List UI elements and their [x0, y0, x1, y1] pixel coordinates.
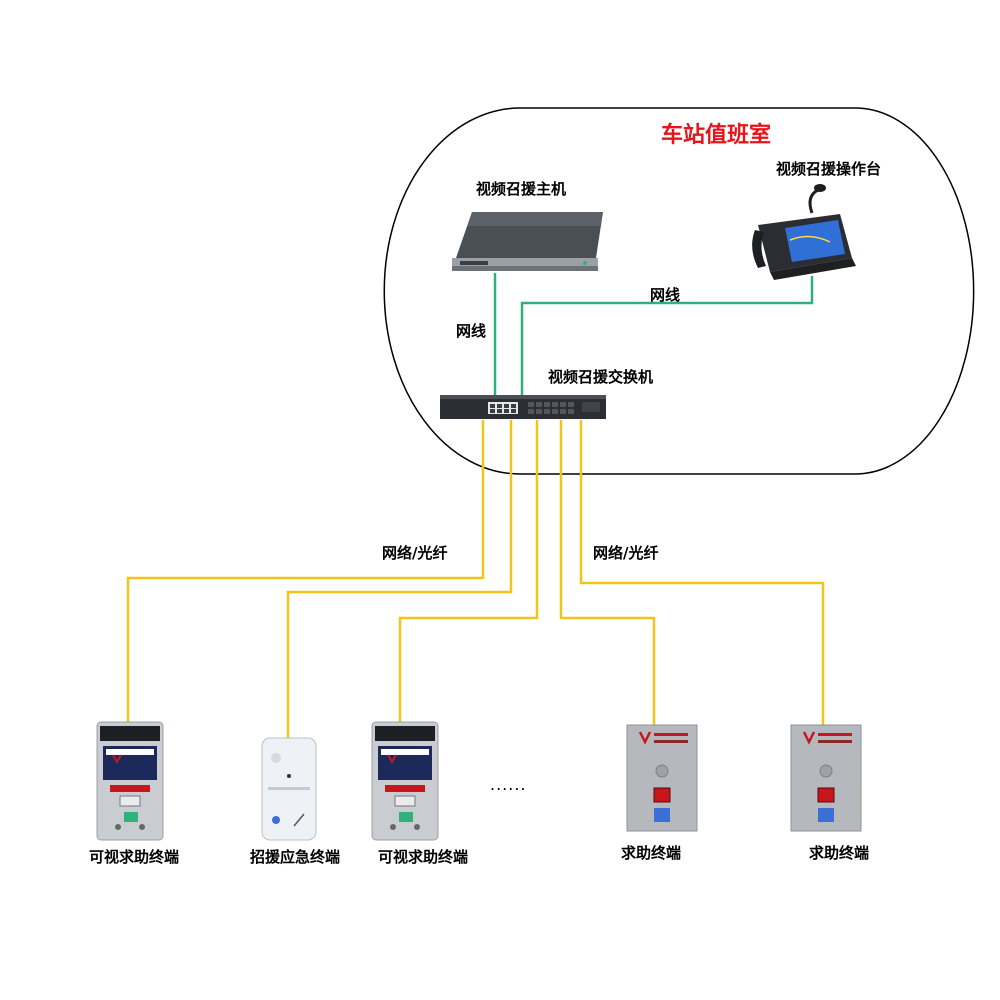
video-help-host-icon: [452, 212, 603, 271]
console-label: 视频召援操作台: [776, 160, 882, 178]
cable-terminal-1: [126, 420, 485, 722]
lan-cables: [493, 273, 814, 398]
left-trunk-label: 网络/光纤: [382, 544, 448, 562]
duty-room-boundary: [383, 107, 975, 475]
cable-terminal-3: [398, 420, 539, 722]
cable-terminal-5: [579, 420, 825, 725]
terminal-1-label: 可视求助终端: [88, 848, 180, 866]
room-title: 车站值班室: [661, 122, 772, 148]
help-terminal-2-icon: [790, 724, 862, 832]
terminal-2-label: 招援应急终端: [249, 848, 341, 866]
video-help-switch-icon: [440, 395, 606, 419]
right-trunk-label: 网络/光纤: [593, 544, 659, 562]
help-terminal-1-icon: [626, 724, 698, 832]
console-cable-label: 网线: [650, 286, 681, 304]
host-label: 视频召援主机: [476, 180, 567, 198]
more-terminals-ellipsis: ......: [490, 775, 527, 794]
video-help-console-icon: [752, 184, 856, 280]
cable-terminal-2: [286, 420, 513, 738]
switch-label: 视频召援交换机: [548, 368, 654, 386]
host-cable-label: 网线: [456, 322, 487, 340]
terminal-5-label: 求助终端: [808, 844, 870, 862]
visual-help-terminal-2-icon: [371, 721, 439, 841]
cable-terminal-4: [559, 420, 656, 725]
visual-help-terminal-1-icon: [96, 721, 164, 841]
terminal-3-label: 可视求助终端: [377, 848, 469, 866]
emergency-help-point-icon: [261, 737, 317, 841]
terminal-4-label: 求助终端: [620, 844, 682, 862]
fiber-cables: [126, 420, 825, 738]
console-to-switch-cable: [520, 276, 814, 398]
